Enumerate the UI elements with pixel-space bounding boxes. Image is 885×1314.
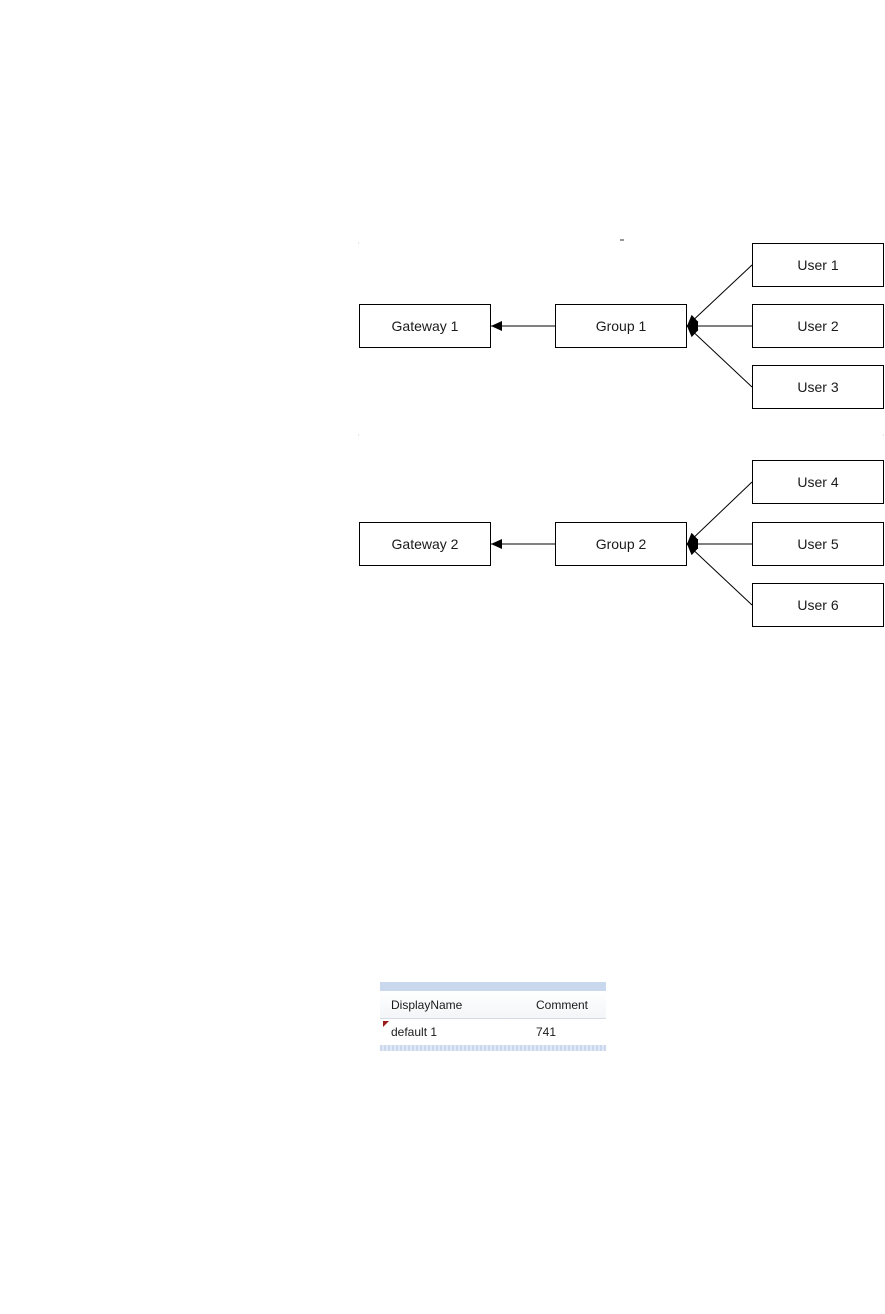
user-node: User 1	[753, 244, 884, 287]
user-node-label: User 6	[797, 597, 838, 613]
user-node-label: User 5	[797, 536, 838, 552]
group-to-gateway-edge-arrowhead-icon	[491, 539, 502, 549]
gateway-node: Gateway 1	[360, 305, 491, 348]
cell-displayname[interactable]: default 1	[380, 1025, 526, 1039]
grid-row[interactable]: default 1 741	[380, 1019, 606, 1045]
grid-header-row: DisplayName Comment	[380, 991, 606, 1019]
gateway-node-label: Gateway 2	[392, 536, 459, 552]
group-to-gateway-edge-arrowhead-icon	[491, 321, 502, 331]
user-node: User 2	[753, 305, 884, 348]
group-node: Group 2	[556, 523, 687, 566]
row-indicator-icon	[383, 1021, 389, 1027]
gateway-node-label: Gateway 1	[392, 318, 459, 334]
data-grid: DisplayName Comment default 1 741	[380, 982, 606, 1051]
column-header-comment[interactable]: Comment	[526, 998, 606, 1012]
user-to-group-edge	[687, 544, 752, 605]
user-node-label: User 3	[797, 379, 838, 395]
user-node-label: User 1	[797, 257, 838, 273]
network-diagram: Gateway 1 Group 1 User 1 User 2 User 3 Gatewa…	[0, 0, 885, 700]
user-node: User 5	[753, 523, 884, 566]
user-node: User 3	[753, 366, 884, 409]
grid-bottom-border	[380, 1045, 606, 1051]
group-node-label: Group 1	[596, 318, 647, 334]
user-to-group-edge	[687, 482, 752, 544]
column-header-displayname[interactable]: DisplayName	[380, 998, 526, 1012]
group-node: Group 1	[556, 305, 687, 348]
cell-comment[interactable]: 741	[526, 1025, 606, 1039]
user-node-label: User 2	[797, 318, 838, 334]
user-to-group-edge	[687, 265, 752, 326]
user-to-group-edge	[687, 326, 752, 387]
group-node-label: Group 2	[596, 536, 647, 552]
user-node: User 4	[753, 461, 884, 504]
user-node-label: User 4	[797, 474, 838, 490]
user-node: User 6	[753, 584, 884, 627]
gateway-node: Gateway 2	[360, 523, 491, 566]
